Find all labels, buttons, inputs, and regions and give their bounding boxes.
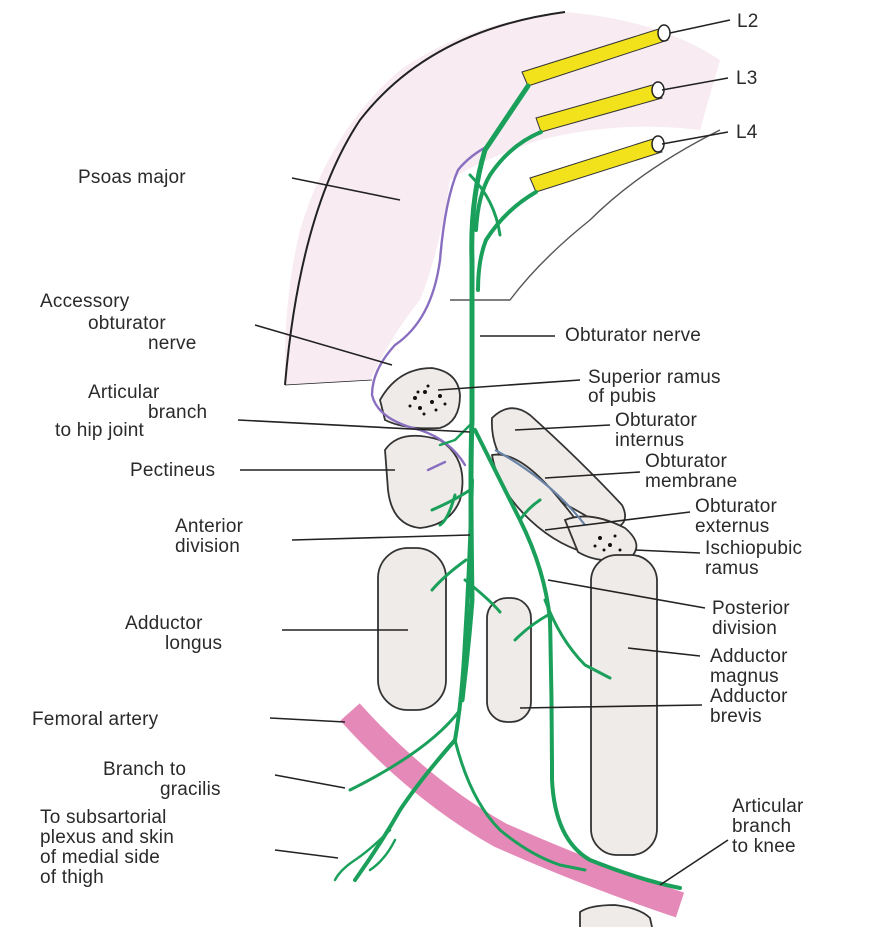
svg-text:nerve: nerve bbox=[148, 333, 197, 354]
label-superior-ramus-of-pubis: Superior ramus of pubis bbox=[588, 367, 721, 407]
svg-text:Branch to: Branch to bbox=[103, 759, 186, 780]
svg-text:Adductor: Adductor bbox=[710, 686, 788, 707]
svg-text:Pectineus: Pectineus bbox=[130, 460, 215, 481]
svg-text:Femoral artery: Femoral artery bbox=[32, 709, 159, 730]
svg-text:gracilis: gracilis bbox=[160, 779, 221, 800]
svg-text:To subsartorial: To subsartorial bbox=[40, 807, 167, 828]
label-obturator-membrane: Obturator membrane bbox=[645, 451, 737, 492]
adductor-longus-shape bbox=[378, 548, 446, 710]
svg-text:branch: branch bbox=[148, 402, 207, 423]
label-adductor-magnus: Adductor magnus bbox=[710, 646, 788, 687]
svg-text:Obturator: Obturator bbox=[645, 451, 728, 472]
svg-text:plexus and skin: plexus and skin bbox=[40, 827, 174, 848]
svg-text:Anterior: Anterior bbox=[175, 516, 244, 537]
label-obturator-externus: Obturator externus bbox=[695, 496, 778, 537]
svg-text:obturator: obturator bbox=[88, 313, 166, 334]
label-articular-branch-hip: Articular branch to hip joint bbox=[55, 382, 207, 441]
label-ischiopubic-ramus: Ischiopubic ramus bbox=[705, 538, 802, 579]
label-l4: L4 bbox=[736, 122, 758, 143]
svg-text:internus: internus bbox=[615, 430, 684, 451]
svg-text:Adductor: Adductor bbox=[125, 613, 203, 634]
svg-text:Obturator: Obturator bbox=[695, 496, 778, 517]
adductor-magnus-shape bbox=[591, 555, 657, 855]
svg-text:Obturator: Obturator bbox=[615, 410, 698, 431]
label-pectineus: Pectineus bbox=[130, 460, 215, 481]
svg-text:membrane: membrane bbox=[645, 471, 737, 492]
svg-text:ramus: ramus bbox=[705, 558, 759, 579]
svg-text:Superior ramus: Superior ramus bbox=[588, 367, 721, 388]
svg-text:longus: longus bbox=[165, 633, 222, 654]
svg-text:L2: L2 bbox=[737, 11, 759, 32]
adductor-brevis-shape bbox=[487, 598, 531, 722]
label-branch-to-gracilis: Branch to gracilis bbox=[103, 759, 221, 800]
pectineus-shape bbox=[385, 436, 463, 528]
label-posterior-division: Posterior division bbox=[712, 598, 790, 639]
label-adductor-longus: Adductor longus bbox=[125, 613, 222, 654]
svg-text:Ischiopubic: Ischiopubic bbox=[705, 538, 802, 559]
svg-text:to hip joint: to hip joint bbox=[55, 420, 145, 441]
svg-text:brevis: brevis bbox=[710, 706, 762, 727]
label-obturator-nerve: Obturator nerve bbox=[565, 325, 701, 346]
label-l2: L2 bbox=[737, 11, 759, 32]
svg-text:L4: L4 bbox=[736, 122, 758, 143]
svg-text:Accessory: Accessory bbox=[40, 291, 130, 312]
label-articular-branch-knee: Articular branch to knee bbox=[732, 796, 804, 857]
label-psoas-major: Psoas major bbox=[78, 167, 186, 188]
svg-text:division: division bbox=[175, 536, 240, 557]
svg-text:branch: branch bbox=[732, 816, 791, 837]
svg-text:Psoas major: Psoas major bbox=[78, 167, 186, 188]
svg-text:of pubis: of pubis bbox=[588, 386, 656, 407]
svg-text:division: division bbox=[712, 618, 777, 639]
adductor-magnus-lower-edge bbox=[580, 905, 652, 927]
vertebral-root-l4 bbox=[530, 136, 664, 192]
label-l3: L3 bbox=[736, 68, 758, 89]
label-to-subsartorial-plexus: To subsartorial plexus and skin of media… bbox=[40, 807, 174, 888]
label-obturator-internus: Obturator internus bbox=[615, 410, 698, 451]
svg-text:magnus: magnus bbox=[710, 666, 779, 687]
label-femoral-artery: Femoral artery bbox=[32, 709, 159, 730]
svg-text:of medial side: of medial side bbox=[40, 847, 160, 868]
label-anterior-division: Anterior division bbox=[175, 516, 244, 557]
svg-text:Articular: Articular bbox=[732, 796, 804, 817]
svg-text:L3: L3 bbox=[736, 68, 758, 89]
svg-text:Adductor: Adductor bbox=[710, 646, 788, 667]
svg-text:Obturator nerve: Obturator nerve bbox=[565, 325, 701, 346]
label-adductor-brevis: Adductor brevis bbox=[710, 686, 788, 727]
svg-text:externus: externus bbox=[695, 516, 769, 537]
svg-text:Articular: Articular bbox=[88, 382, 160, 403]
svg-text:of thigh: of thigh bbox=[40, 867, 104, 888]
svg-text:to knee: to knee bbox=[732, 836, 796, 857]
svg-text:Posterior: Posterior bbox=[712, 598, 790, 619]
label-accessory-obturator-nerve: Accessory obturator nerve bbox=[40, 291, 197, 354]
